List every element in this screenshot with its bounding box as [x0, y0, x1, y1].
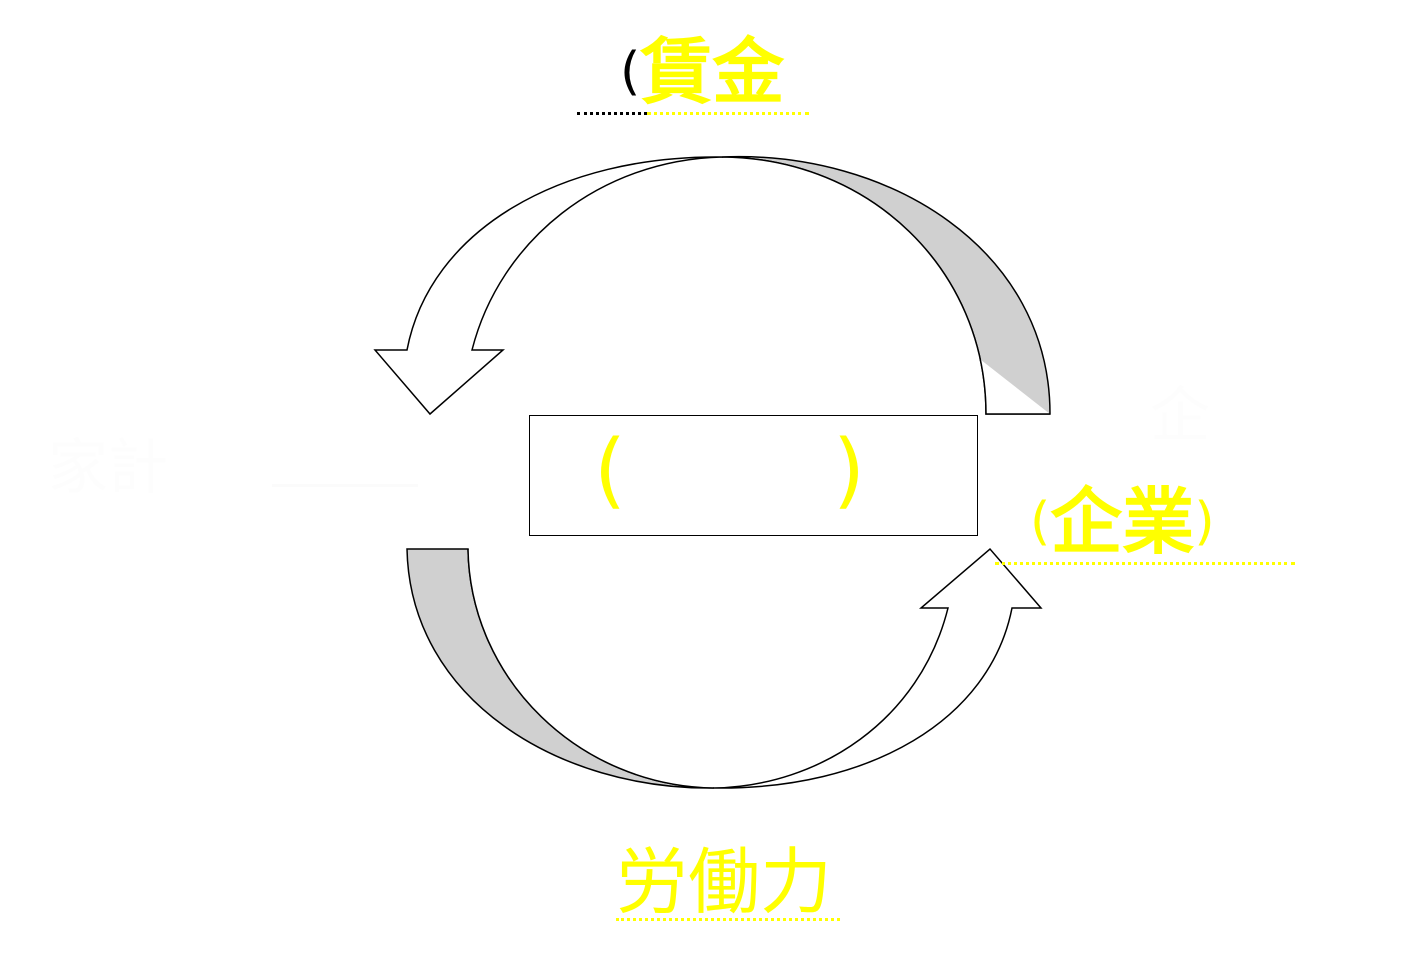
right-label-open-paren: (: [1030, 492, 1051, 552]
center-left-paren: (: [594, 423, 626, 518]
center-right-paren: ): [833, 423, 865, 518]
right-label-close-paren: ): [1194, 492, 1215, 552]
bottom-arrow-body: [467, 547, 1043, 789]
top-label-underline: [647, 112, 809, 115]
top-label-open-paren: (: [620, 42, 641, 102]
left-hidden-label: 家計: [48, 433, 168, 503]
left-hidden-underline: [272, 484, 418, 487]
top-label-text: 賃金: [640, 30, 785, 114]
right-hidden-label: 企: [1150, 381, 1210, 451]
right-label-underline: [995, 562, 1295, 565]
center-answer-box: ( ): [529, 415, 978, 536]
bottom-label-underline: [616, 918, 840, 921]
bottom-label: 労働力: [616, 840, 833, 924]
top-arrow-body: [373, 156, 1051, 416]
top-label-underline-blank: [577, 112, 647, 115]
right-label-text: 企業: [1050, 480, 1195, 564]
right-label: (企業): [1030, 486, 1215, 558]
top-label: (賃金: [620, 36, 784, 108]
